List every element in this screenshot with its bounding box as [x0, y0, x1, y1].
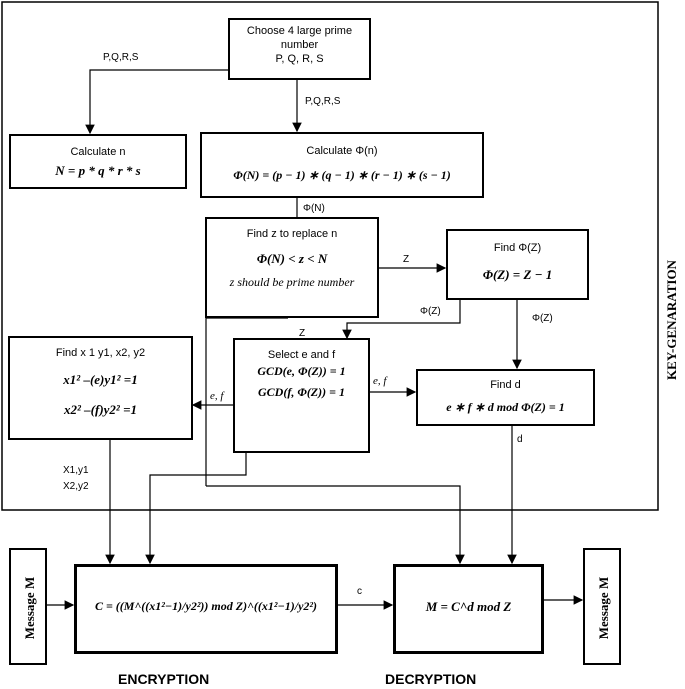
calc-phi-n-box: Calculate Φ(n) Φ(N) = (p − 1) ∗ (q − 1) …: [200, 132, 484, 198]
find-z-title: Find z to replace n: [246, 228, 338, 240]
label-phi-n: Φ(N): [303, 203, 325, 214]
label-pqrs-left: P,Q,R,S: [103, 52, 139, 63]
decryption-formula: M = C^d mod Z: [425, 599, 512, 614]
find-d-formula: e ∗ f ∗ d mod Φ(Z) = 1: [446, 400, 565, 414]
key-generation-frame: [1, 1, 659, 511]
find-xy-eq1: x1² –(e)y1² =1: [63, 372, 138, 387]
label-phi-z-left: Φ(Z): [420, 306, 441, 317]
calc-n-formula: N = p * q * r * s: [55, 163, 141, 178]
choose-primes-box: Choose 4 large prime number P, Q, R, S: [228, 18, 371, 80]
calc-phi-n-formula: Φ(N) = (p − 1) ∗ (q − 1) ∗ (r − 1) ∗ (s …: [233, 168, 451, 182]
choose-primes-line1: Choose 4 large prime: [246, 25, 353, 37]
decryption-box: M = C^d mod Z: [393, 564, 544, 654]
message-out-text: Message M: [596, 576, 611, 640]
message-in-box: Message M: [9, 548, 47, 665]
find-d-box: Find d e ∗ f ∗ d mod Φ(Z) = 1: [416, 369, 595, 426]
arrow-primes-to-calc-n: [85, 69, 228, 135]
find-phi-z-title: Find Φ(Z): [493, 242, 542, 254]
find-phi-z-formula: Φ(Z) = Z − 1: [482, 267, 553, 282]
label-x1y1: X1,y1: [63, 465, 89, 476]
encryption-label: ENCRYPTION: [118, 671, 210, 687]
find-z-formula: Φ(N) < z < N: [256, 251, 328, 266]
arrow-z-to-decryption: [206, 485, 465, 565]
label-pqrs-down: P,Q,R,S: [305, 96, 341, 107]
choose-primes-line2: number: [280, 39, 319, 51]
encryption-box: C = ((M^((x1²−1)/y2²)) mod Z)^((x1²−1)/y…: [74, 564, 338, 654]
choose-primes-line3: P, Q, R, S: [275, 53, 324, 65]
select-ef-title: Select e and f: [267, 349, 336, 361]
find-z-box: Find z to replace n Φ(N) < z < N z shoul…: [205, 217, 379, 318]
calc-n-title: Calculate n: [70, 146, 126, 158]
message-in-text: Message M: [22, 576, 37, 640]
label-d-down: d: [517, 434, 523, 445]
calc-n-box: Calculate n N = p * q * r * s: [9, 134, 187, 189]
label-phi-z-right: Φ(Z): [532, 313, 553, 324]
calc-phi-n-title: Calculate Φ(n): [306, 145, 378, 157]
encryption-formula: C = ((M^((x1²−1)/y2²)) mod Z)^((x1²−1)/y…: [94, 599, 318, 613]
message-out-box: Message M: [583, 548, 621, 665]
label-c: c: [357, 586, 362, 597]
find-phi-z-box: Find Φ(Z) Φ(Z) = Z − 1: [446, 229, 589, 300]
arrow-phi-z-to-select-ef: [342, 300, 461, 340]
select-ef-box: Select e and f GCD(e, Φ(Z)) = 1 GCD(f, Φ…: [233, 338, 370, 453]
find-d-title: Find d: [490, 379, 521, 391]
label-ef-right: e, f: [373, 375, 387, 387]
label-ef-left: e, f: [210, 390, 224, 402]
find-xy-box: Find x 1 y1, x2, y2 x1² –(e)y1² =1 x2² –…: [8, 336, 193, 440]
key-generation-label: KEY-GENARATION: [664, 260, 679, 380]
select-ef-eq1: GCD(e, Φ(Z)) = 1: [257, 364, 346, 378]
select-ef-eq2: GCD(f, Φ(Z)) = 1: [258, 385, 345, 399]
decryption-label: DECRYPTION: [385, 671, 477, 687]
arrow-ef-to-encryption: [145, 453, 247, 565]
find-xy-eq2: x2² –(f)y2² =1: [64, 402, 137, 417]
label-x2y2: X2,y2: [63, 481, 89, 492]
label-z-down: Z: [299, 328, 306, 339]
label-z-right: Z: [403, 254, 410, 265]
line-z-down: [205, 317, 288, 486]
find-xy-title: Find x 1 y1, x2, y2: [55, 347, 146, 359]
find-z-note: z should be prime number: [229, 275, 355, 289]
